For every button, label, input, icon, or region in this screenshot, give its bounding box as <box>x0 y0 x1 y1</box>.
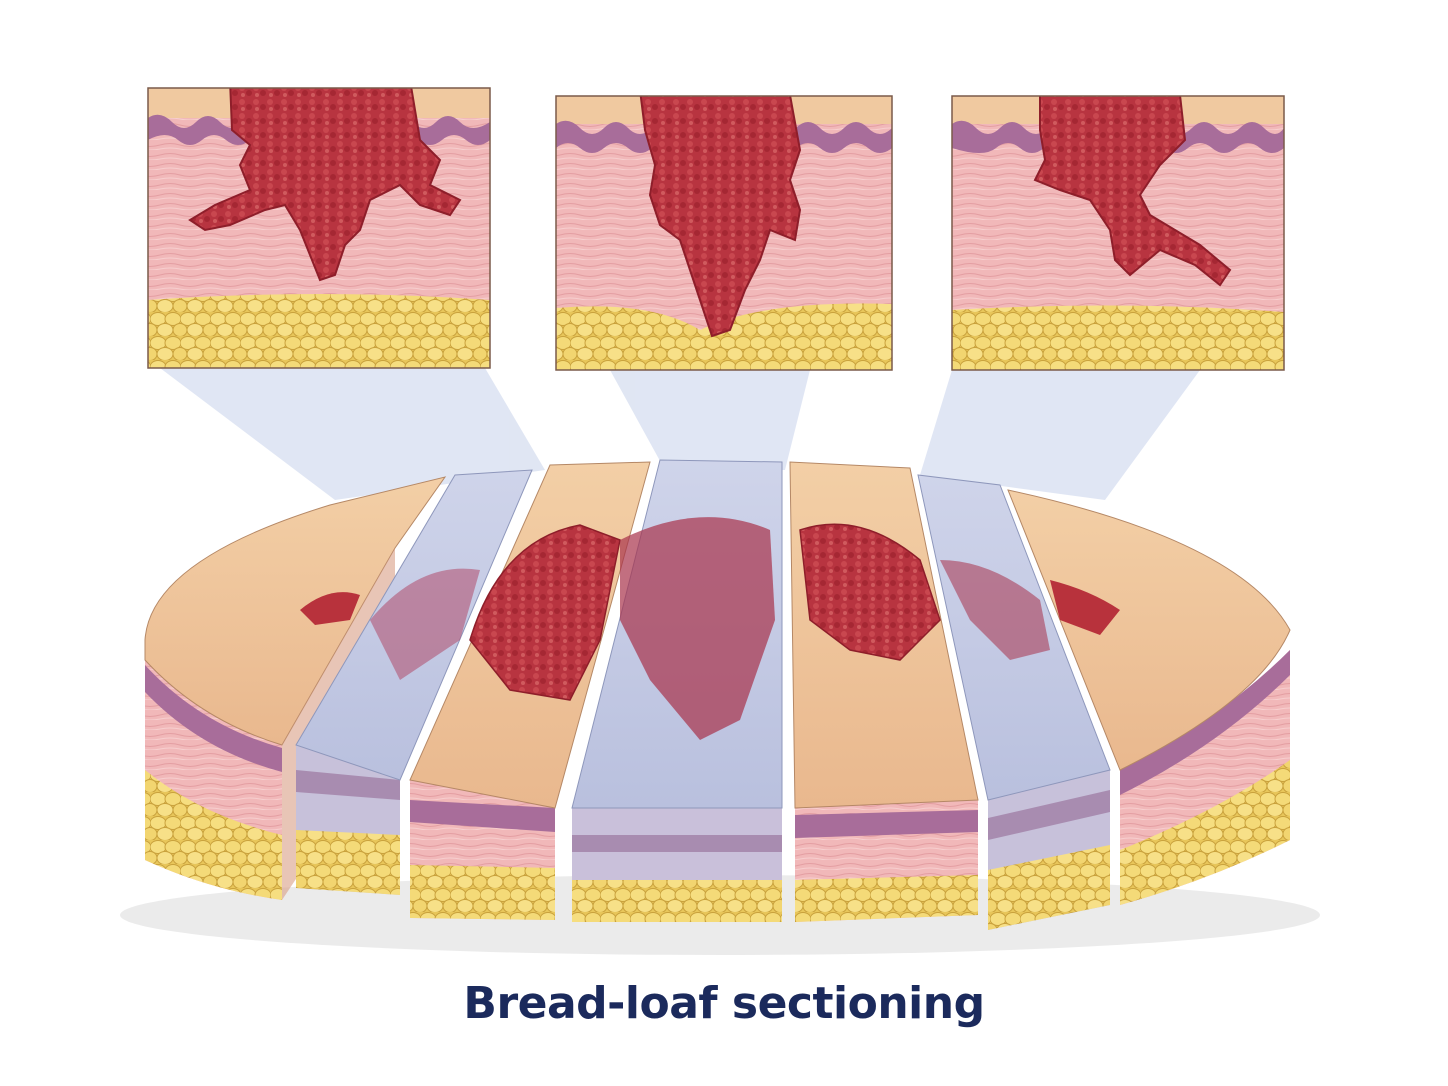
section-detail-right <box>951 95 1285 371</box>
sliced-specimen <box>120 459 1320 955</box>
section-detail-left <box>147 87 491 369</box>
slice-5 <box>789 461 979 922</box>
projection-beam-left <box>160 368 545 500</box>
slice-4 <box>571 459 783 922</box>
projection-beam-right <box>920 370 1200 500</box>
section-detail-center <box>555 95 893 371</box>
figure-caption: Bread-loaf sectioning <box>463 978 985 1029</box>
projection-beams <box>160 368 1200 500</box>
slice-6 <box>917 474 1111 930</box>
slice-2 <box>295 469 533 895</box>
projection-beam-center <box>610 370 810 470</box>
slice-7 <box>1007 489 1291 905</box>
slice-3 <box>409 461 651 920</box>
